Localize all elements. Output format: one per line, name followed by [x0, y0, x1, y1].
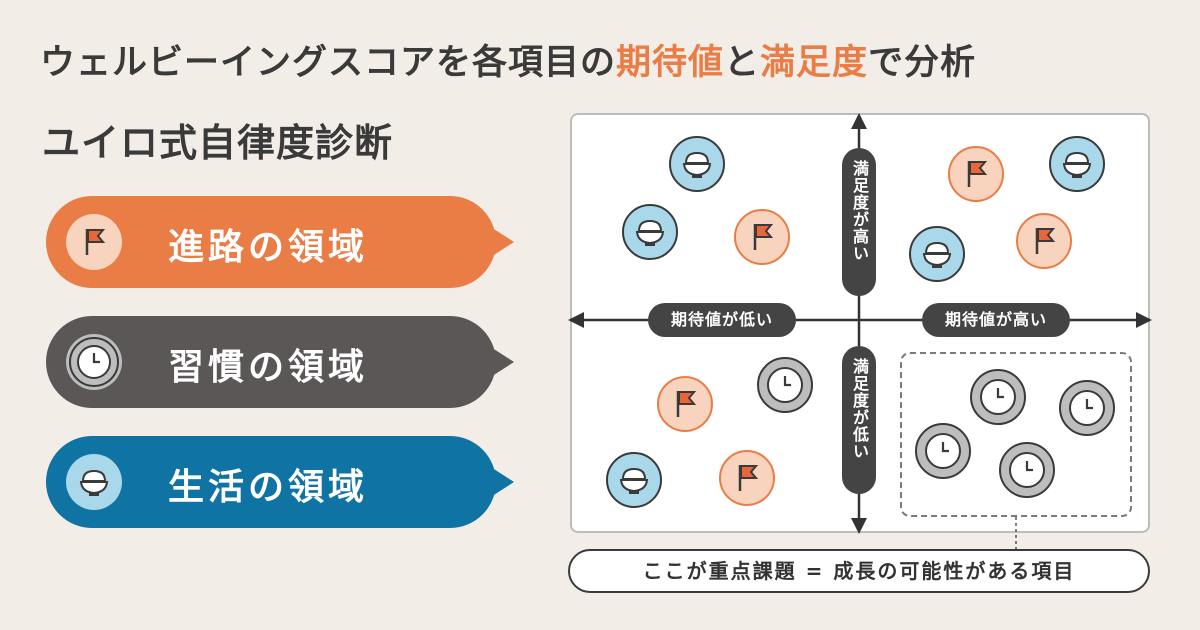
flag-icon	[948, 146, 1004, 202]
axis-label-expectation-high: 期待値が高い	[922, 303, 1070, 337]
category-pill-life: 生活の領域	[46, 436, 516, 528]
rice-bowl-icon	[622, 204, 678, 260]
headline-part2: と	[724, 43, 761, 83]
clock-icon	[66, 334, 122, 390]
flag-icon	[66, 214, 122, 270]
clock-icon	[999, 442, 1055, 498]
headline-accent-expectation: 期待値	[616, 43, 725, 83]
flag-icon	[734, 209, 790, 265]
headline-accent-satisfaction: 満足度	[760, 43, 869, 83]
category-pill-habit: 習慣の領域	[46, 316, 516, 408]
rice-bowl-icon	[669, 136, 725, 192]
rice-bowl-icon	[606, 452, 662, 508]
flag-icon	[719, 450, 775, 506]
clock-icon	[915, 423, 971, 479]
priority-area-box	[900, 352, 1132, 517]
axis-label-expectation-low: 期待値が低い	[648, 303, 796, 337]
category-pill-career: 進路の領域	[46, 196, 516, 288]
rice-bowl-icon	[1049, 136, 1105, 192]
axis-label-satisfaction-high: 満足度が高い	[842, 148, 876, 296]
headline-part1: ウェルビーイングスコアを各項目の	[40, 43, 617, 83]
category-label-career: 進路の領域	[168, 227, 369, 268]
headline: ウェルビーイングスコアを各項目の期待値と満足度で分析	[40, 34, 1170, 85]
flag-icon	[657, 376, 713, 432]
clock-icon	[757, 357, 813, 413]
flag-icon	[1016, 213, 1072, 269]
rice-bowl-icon	[909, 226, 965, 282]
clock-icon	[1059, 380, 1115, 436]
axis-label-satisfaction-low: 満足度が低い	[842, 346, 876, 494]
headline-part3: で分析	[868, 43, 977, 83]
priority-footnote: ここが重点課題 = 成長の可能性がある項目	[568, 549, 1150, 593]
clock-icon	[970, 369, 1026, 425]
category-label-life: 生活の領域	[168, 467, 369, 508]
rice-bowl-icon	[66, 454, 122, 510]
category-label-habit: 習慣の領域	[168, 347, 369, 388]
subtitle: ユイロ式自律度診断	[42, 121, 394, 165]
